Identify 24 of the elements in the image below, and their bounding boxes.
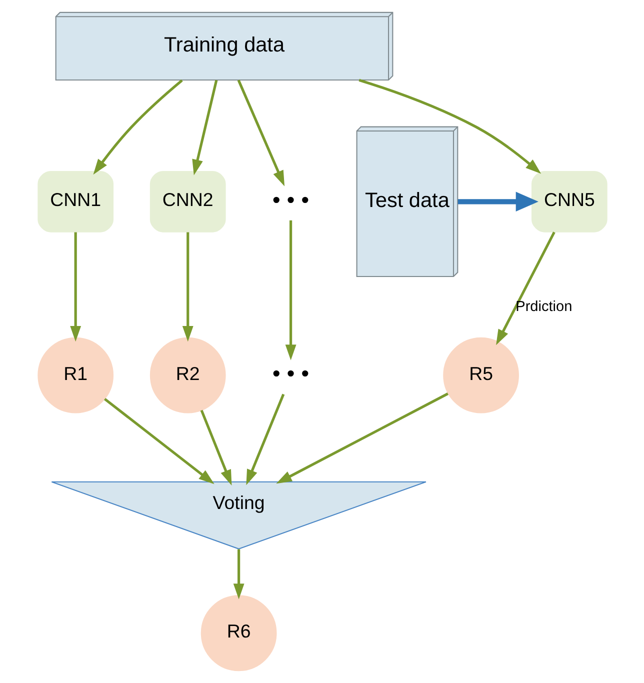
node-box: CNN1: [37, 171, 114, 232]
edge-label: Prdiction: [515, 299, 572, 316]
arrow: [70, 232, 81, 342]
arrow: [192, 80, 218, 176]
arrow: [200, 410, 232, 486]
node-circle: R6: [200, 595, 276, 672]
node-circle: R5: [442, 337, 518, 414]
arrow: [284, 220, 296, 360]
node-box: CNN2: [149, 171, 226, 232]
arrow: [103, 398, 214, 484]
arrow: [182, 232, 193, 342]
arrow: [358, 78, 541, 174]
arrow: [232, 549, 244, 600]
arrow: [92, 79, 182, 175]
node-circle: R2: [149, 337, 226, 414]
node-text: • • •: [272, 360, 309, 386]
arrow: [246, 394, 284, 486]
node-box: CNN5: [530, 171, 607, 232]
node-circle: R1: [37, 337, 114, 414]
arrow: [457, 192, 538, 212]
node-text: • • •: [272, 186, 309, 212]
arrow: [236, 80, 284, 186]
arrow: [276, 392, 448, 484]
arrow: [496, 232, 555, 346]
